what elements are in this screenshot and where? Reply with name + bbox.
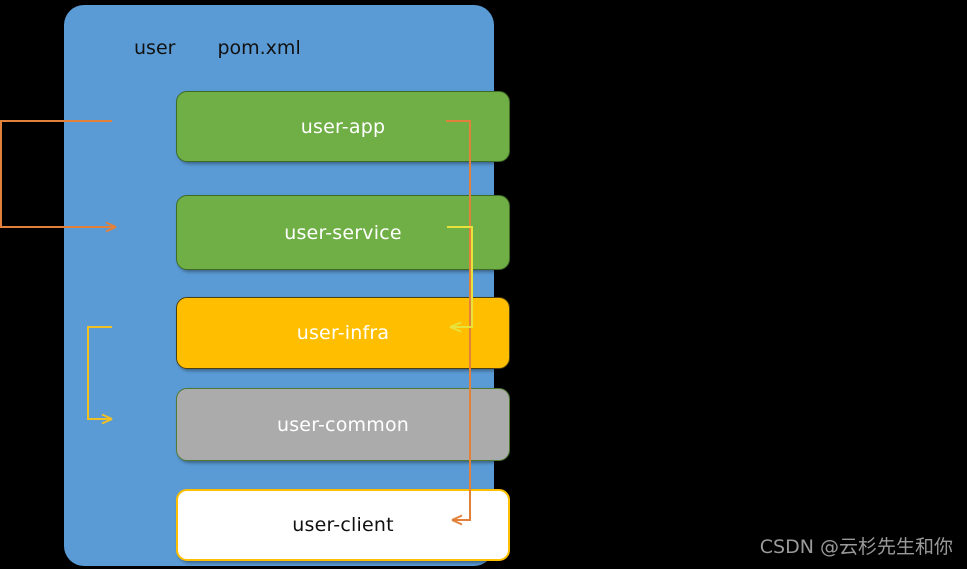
module-label-user-common: user-common: [276, 413, 410, 436]
container-pom-label: pom.xml: [217, 37, 301, 59]
module-box-user-app[interactable]: user-app: [176, 91, 510, 162]
module-box-user-infra[interactable]: user-infra: [176, 297, 510, 369]
module-label-user-client: user-client: [292, 514, 394, 536]
module-label-user-infra: user-infra: [296, 322, 390, 344]
user-module-container: user pom.xml user-app user-service user-…: [64, 5, 510, 566]
module-box-user-service[interactable]: user-service: [176, 195, 510, 270]
csdn-watermark: CSDN @云杉先生和你: [759, 536, 953, 558]
module-box-user-common[interactable]: user-common: [176, 388, 510, 461]
module-label-user-app: user-app: [300, 115, 386, 138]
container-module-label: user: [134, 37, 176, 59]
module-box-user-client[interactable]: user-client: [176, 489, 510, 561]
module-label-user-service: user-service: [284, 221, 402, 244]
container-header: user pom.xml: [134, 37, 301, 59]
